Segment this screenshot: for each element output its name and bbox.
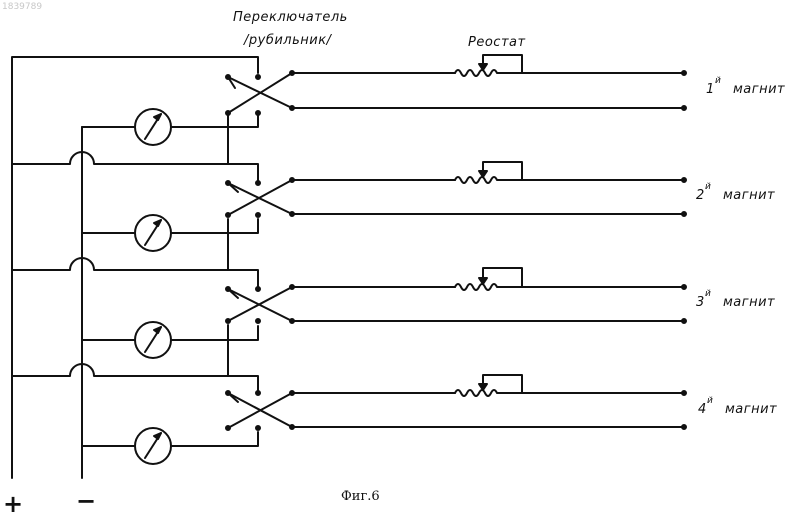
positive-bus-wire bbox=[12, 57, 258, 478]
rheostat-4-arrow-icon bbox=[479, 384, 487, 390]
switch-1 bbox=[226, 71, 294, 115]
magnet-4-word: магнит bbox=[725, 402, 777, 417]
magnet-1-number: 1 bbox=[706, 82, 715, 97]
magnet-circuit-3: 3 й магнит bbox=[12, 268, 775, 376]
plus-terminal-label: + bbox=[3, 490, 23, 518]
rheostat-2-coil bbox=[455, 177, 684, 183]
magnet-1-word: магнит bbox=[733, 82, 785, 97]
watermark-text: 1839789 bbox=[2, 2, 42, 12]
ammeter-2-arrow-icon bbox=[154, 220, 161, 226]
ammeter-4-wire-right bbox=[171, 432, 258, 446]
magnet-3-suffix: й bbox=[705, 289, 711, 299]
switch-3-feed-wire bbox=[228, 270, 258, 287]
rheostat-3-slider bbox=[483, 268, 522, 287]
switch-label-line1: Переключатель bbox=[233, 10, 348, 25]
magnet-circuit-4: 4 й магнит bbox=[12, 375, 777, 478]
ammeter-4-arrow-icon bbox=[154, 433, 161, 439]
crossover-wire-1 bbox=[12, 113, 228, 164]
magnet-4-suffix: й bbox=[707, 396, 713, 406]
switch-2 bbox=[226, 178, 294, 217]
ammeter-3-wire-right bbox=[171, 326, 258, 340]
magnet-3-number: 3 bbox=[696, 295, 705, 310]
magnet-circuit-2: 2 й магнит bbox=[12, 162, 775, 270]
crossover-wire-2 bbox=[12, 219, 228, 270]
switch-4 bbox=[226, 391, 294, 430]
rheostat-4-slider bbox=[483, 375, 522, 393]
ammeter-1-wire-right bbox=[171, 113, 258, 127]
ammeter-1-arrow-icon bbox=[154, 114, 161, 120]
rheostat-1-slider bbox=[483, 55, 522, 73]
magnet-1-suffix: й bbox=[715, 76, 721, 86]
rheostat-1-coil bbox=[455, 70, 684, 76]
rheostat-3-arrow-icon bbox=[479, 278, 487, 284]
crossover-wire-3 bbox=[12, 325, 228, 376]
rheostat-label: Реостат bbox=[468, 35, 526, 50]
switch-label-line2: /рубильник/ bbox=[243, 33, 333, 48]
magnet-2-suffix: й bbox=[705, 182, 711, 192]
magnet-2-word: магнит bbox=[723, 188, 775, 203]
magnet-circuit-1: 1 й магнит bbox=[12, 55, 785, 164]
magnet-4-number: 4 bbox=[698, 402, 707, 417]
magnet-2-number: 2 bbox=[696, 188, 705, 203]
switch-4-feed-wire bbox=[228, 376, 258, 393]
rheostat-3-coil bbox=[455, 284, 684, 290]
rheostat-2-slider bbox=[483, 162, 522, 180]
ammeter-3-arrow-icon bbox=[154, 327, 161, 333]
rheostat-1-arrow-icon bbox=[479, 64, 487, 70]
minus-terminal-label: − bbox=[76, 487, 96, 515]
switch-2-feed-wire bbox=[228, 164, 258, 181]
magnet-3-word: магнит bbox=[723, 295, 775, 310]
rheostat-4-coil bbox=[455, 390, 684, 396]
ammeter-2-wire-right bbox=[171, 219, 258, 233]
figure-caption: Фиг.6 bbox=[341, 489, 380, 504]
rheostat-2-arrow-icon bbox=[479, 171, 487, 177]
switch-3 bbox=[226, 285, 294, 323]
